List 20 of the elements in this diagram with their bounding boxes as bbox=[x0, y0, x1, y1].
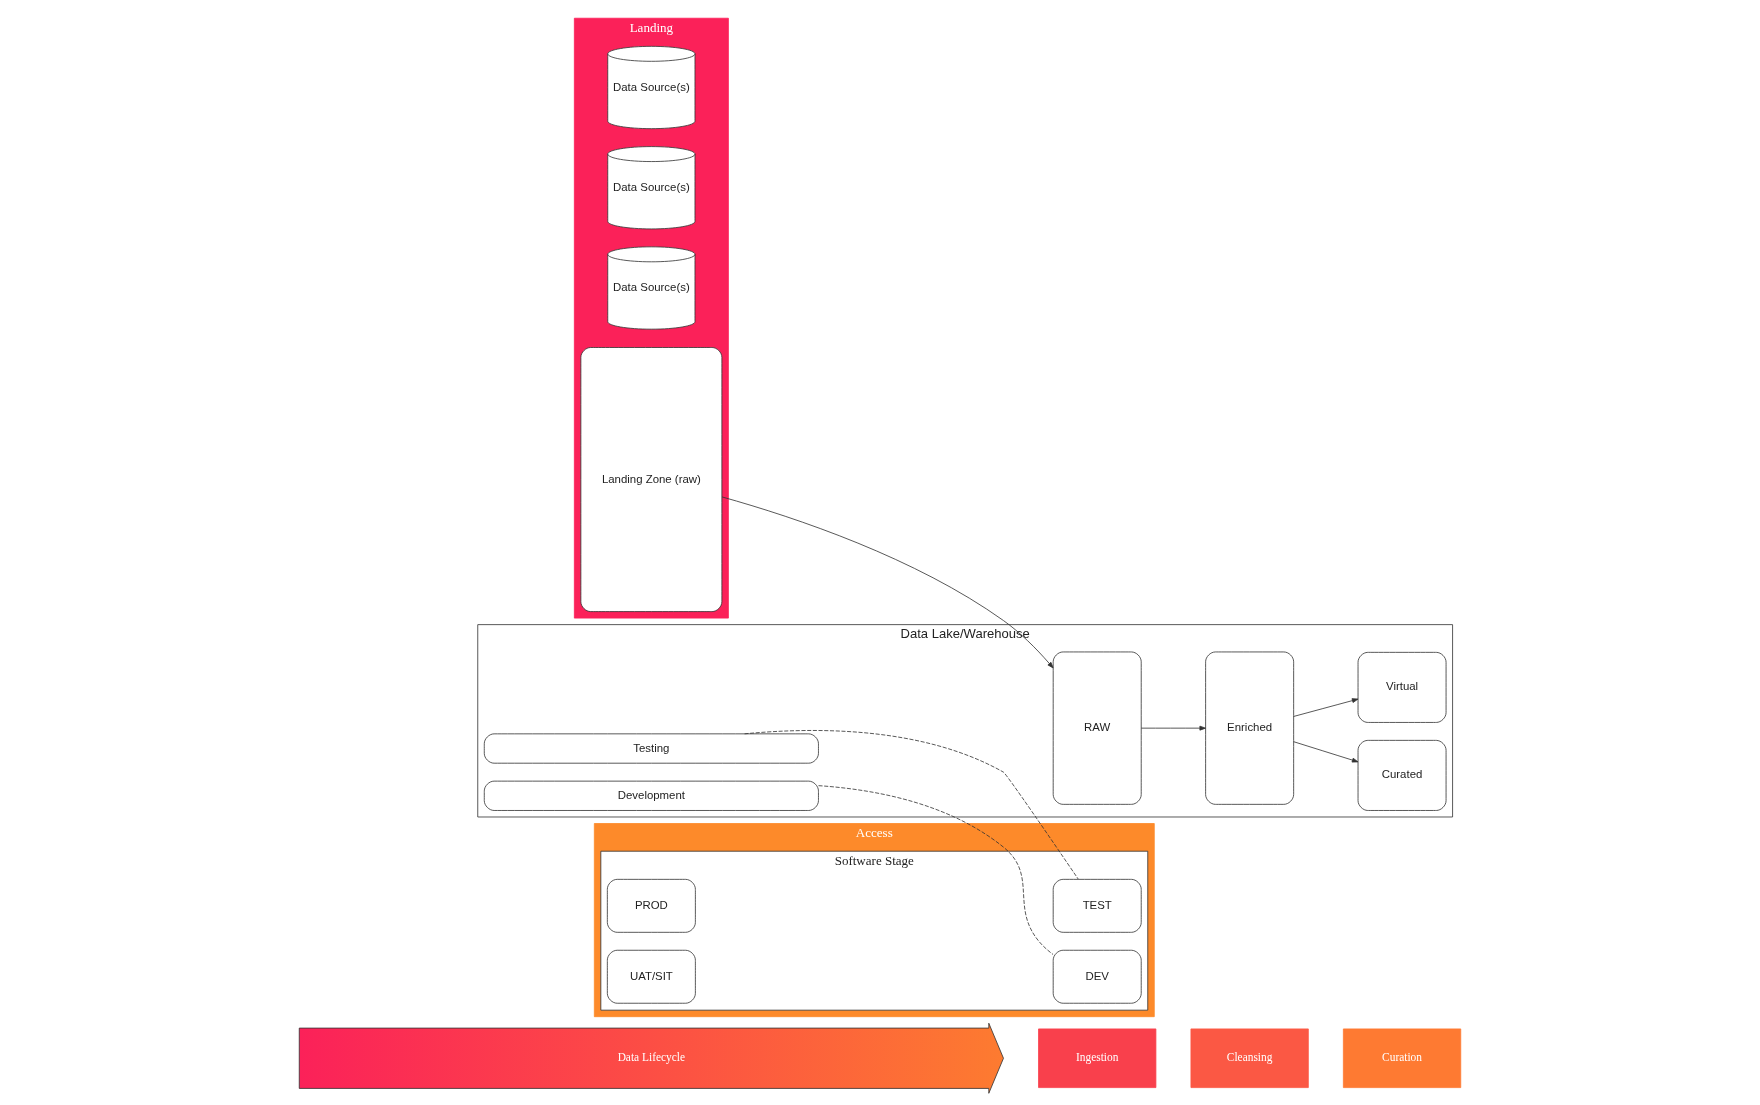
arrow bbox=[1140, 725, 1206, 731]
node-box: Curation bbox=[1342, 1028, 1462, 1088]
connector bbox=[744, 730, 1079, 880]
node-box: Cleansing bbox=[1190, 1028, 1309, 1088]
arrow bbox=[721, 496, 1054, 669]
node-box: Virtual bbox=[1357, 651, 1447, 723]
node-box: DEV bbox=[1052, 949, 1142, 1004]
arrow bbox=[1293, 698, 1359, 717]
node-box: Ingestion bbox=[1038, 1028, 1157, 1088]
node-box: PROD bbox=[606, 878, 696, 933]
node-box: TEST bbox=[1052, 878, 1142, 933]
node-box: Landing Zone (raw) bbox=[580, 347, 723, 612]
node-box: Enriched bbox=[1205, 651, 1295, 805]
connector bbox=[818, 785, 1054, 955]
node-box: Curated bbox=[1357, 739, 1447, 811]
node-box: UAT/SIT bbox=[606, 949, 696, 1004]
arrow bbox=[1293, 741, 1359, 763]
node-box: Testing bbox=[483, 733, 819, 764]
node-box: Development bbox=[483, 780, 819, 811]
node-box: RAW bbox=[1052, 651, 1142, 805]
